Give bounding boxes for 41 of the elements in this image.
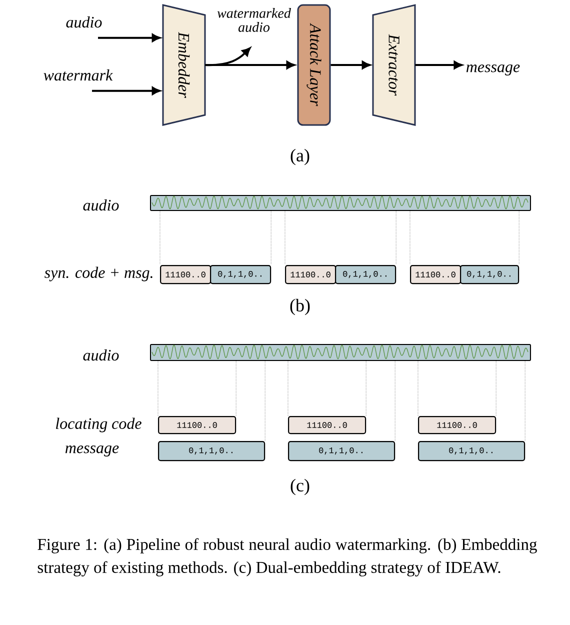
input-label: watermark <box>44 69 113 81</box>
network-trapezoid: Embedder <box>162 4 206 126</box>
input-label: message <box>466 64 520 76</box>
arrow <box>205 60 295 70</box>
guide-line <box>518 210 520 266</box>
row-label: audio <box>83 199 119 211</box>
row-label: message <box>65 446 119 456</box>
row-label: syn. code + msg. <box>44 266 152 282</box>
guide-line <box>270 210 272 266</box>
row-label: locating code <box>56 418 142 432</box>
arrow <box>415 60 462 70</box>
row-label: audio <box>83 349 119 361</box>
code-segment: 11100..0 <box>285 265 336 284</box>
code-segment: 0,1,1,0.. <box>460 265 520 284</box>
guide-line <box>524 360 526 442</box>
input-label: audio <box>66 16 102 28</box>
code-segment: 0,1,1,0.. <box>210 265 272 284</box>
network-trapezoid: Extractor <box>372 4 416 126</box>
waveform-bar <box>150 344 531 361</box>
code-segment: 0,1,1,0.. <box>288 441 396 462</box>
edge-label: watermarked audio <box>217 8 291 32</box>
code-segment: 0,1,1,0.. <box>158 441 266 462</box>
panel-label: (b) <box>290 298 310 316</box>
guide-line <box>264 360 266 442</box>
code-segment: 0,1,1,0.. <box>418 441 526 462</box>
code-segment: 11100..0 <box>160 265 212 284</box>
arrow <box>98 34 160 42</box>
panel-label: (c) <box>290 478 310 496</box>
code-segment: 11100..0 <box>418 416 496 434</box>
guide-line <box>284 210 286 266</box>
arrow <box>92 86 160 95</box>
code-segment: 11100..0 <box>158 416 236 434</box>
attack-layer-box: Attack Layer <box>297 4 331 126</box>
arrow <box>330 60 370 70</box>
code-segment: 11100..0 <box>410 265 462 284</box>
panel-label: (a) <box>290 148 310 166</box>
waveform-bar <box>150 195 531 211</box>
figure-caption: Figure 1: (a) Pipeline of robust neural audio watermarking. (b) Embedding strategy of existing methods. (c) Dual-embedding strategy of IDEAW. <box>38 538 537 576</box>
code-segment: 0,1,1,0.. <box>335 265 396 284</box>
guide-line <box>394 360 396 442</box>
code-segment: 11100..0 <box>288 416 366 434</box>
